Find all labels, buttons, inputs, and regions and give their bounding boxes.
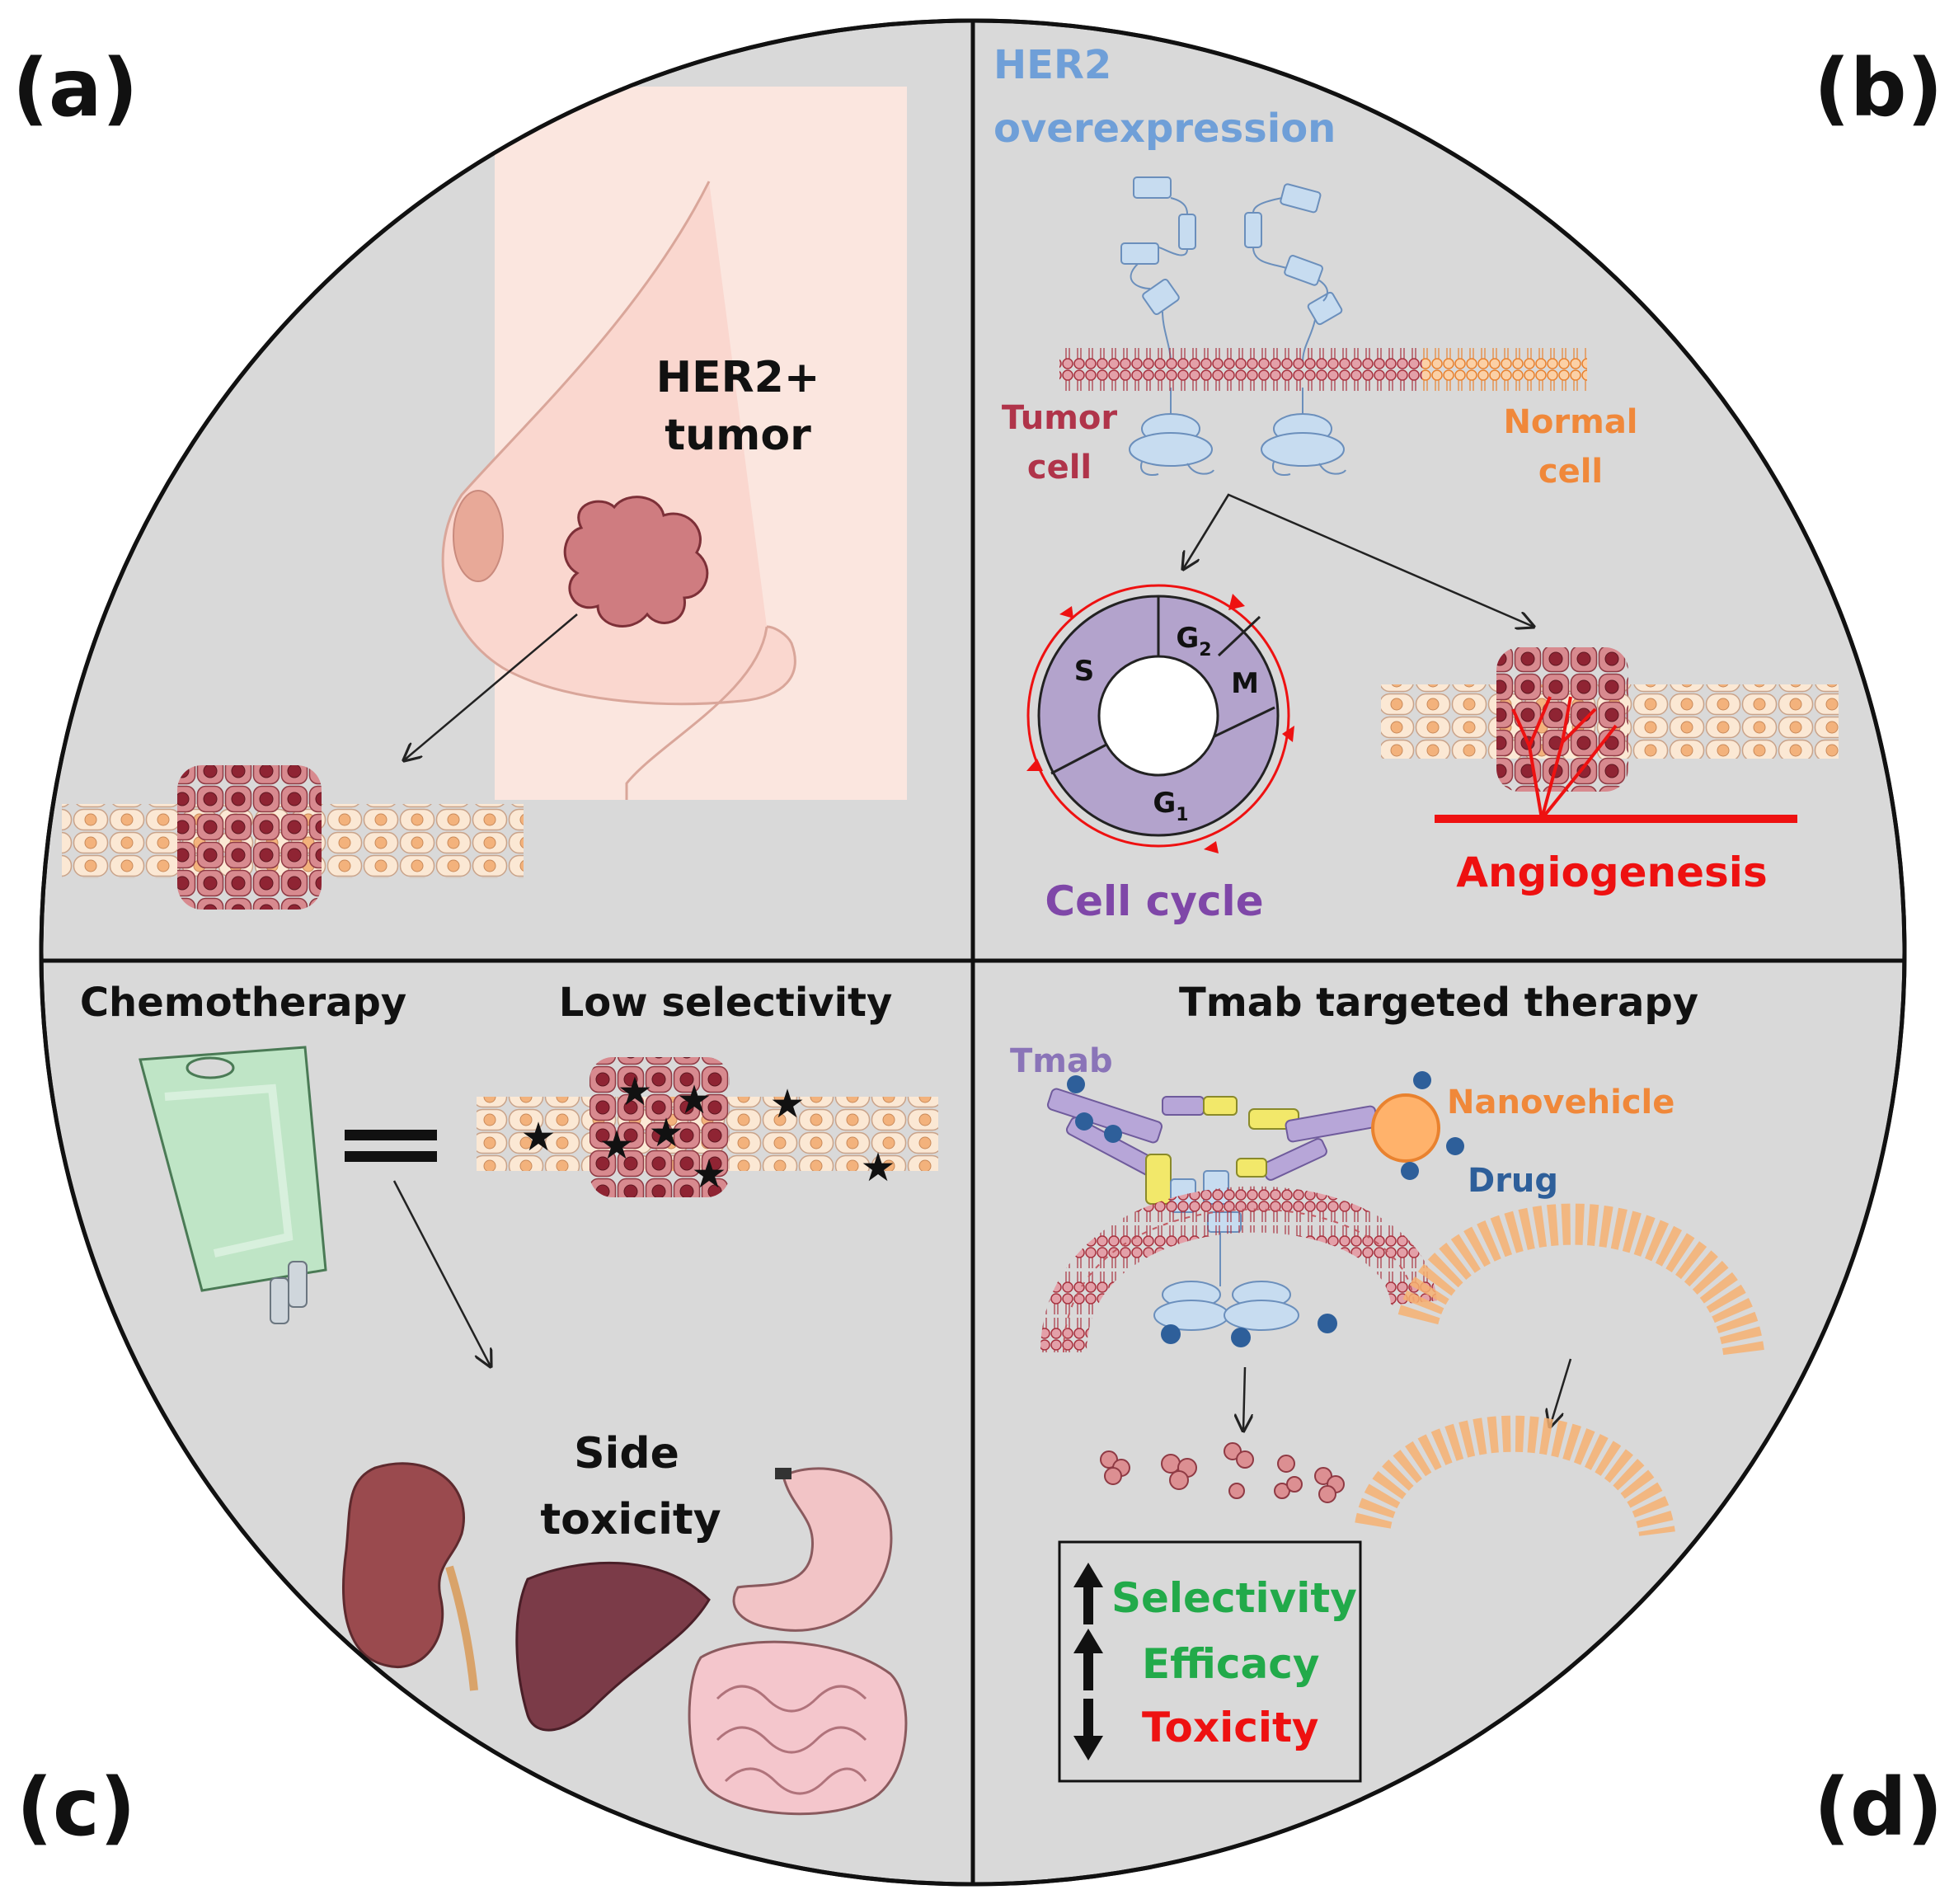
normal-membrane-b <box>1422 345 1587 391</box>
normal-cell-label-line1: Normal <box>1503 403 1637 441</box>
tumor-mass <box>563 496 709 628</box>
toxicity-down-arrow <box>1073 1699 1103 1761</box>
tumor-membrane-d-outline <box>1063 1208 1415 1353</box>
her2-title-line1: HER2 <box>993 42 1111 88</box>
tmab-label: Tmab <box>1010 1042 1113 1080</box>
phase-g1: G1 <box>1153 787 1188 825</box>
phase-s: S <box>1074 655 1095 688</box>
breast-lower-fold <box>625 626 768 800</box>
nanovehicle-label: Nanovehicle <box>1447 1084 1675 1121</box>
tumor-cell-label-line1: Tumor <box>1002 399 1118 437</box>
panel-d-label: (d) <box>1814 1761 1942 1854</box>
phase-g2: G2 <box>1176 622 1211 661</box>
svg-text:★: ★ <box>676 1077 712 1123</box>
tumor-cell-cluster-c <box>589 1057 730 1197</box>
cell-cycle-diagram: S G2 M G1 <box>1026 584 1294 853</box>
toxicity-arrow <box>392 1180 491 1366</box>
drug-stars: ★ ★ ★ ★ ★ ★ ★ ★ <box>520 1069 895 1197</box>
panel-d: Tmab targeted therapy Tmab Nanovehicle D… <box>1010 980 1764 1783</box>
nipple <box>453 490 504 582</box>
panel-a: HER2+ tumor <box>62 87 907 910</box>
kidney-icon <box>342 1462 478 1691</box>
angiogenesis-label: Angiogenesis <box>1456 849 1767 896</box>
phase-m: M <box>1231 667 1259 700</box>
tumor-arrow <box>404 614 578 760</box>
disc-border <box>39 18 1907 1887</box>
panel-c-label: (c) <box>16 1761 136 1854</box>
efficacy-label: Efficacy <box>1142 1640 1320 1688</box>
svg-text:★: ★ <box>769 1081 805 1127</box>
nanovehicle-particle <box>1371 1093 1440 1163</box>
svg-text:★: ★ <box>617 1069 652 1115</box>
liver-icon <box>515 1561 711 1732</box>
selectivity-label: Selectivity <box>1111 1574 1357 1622</box>
tumor-label-line1: HER2+ <box>656 353 820 402</box>
tmab-antibody-left <box>1046 1088 1238 1205</box>
tumor-debris <box>1100 1442 1345 1503</box>
her2-receptor-left <box>1120 176 1214 477</box>
panel-a-label: (a) <box>12 42 139 134</box>
iv-bag-icon <box>139 1046 327 1324</box>
tumor-membrane-b <box>1059 345 1422 391</box>
intestine-icon <box>688 1640 908 1816</box>
tmab-therapy-title: Tmab targeted therapy <box>1179 980 1698 1026</box>
her2-title-line2: overexpression <box>993 106 1336 152</box>
efficacy-up-arrow <box>1073 1629 1103 1690</box>
tumor-cell-cluster-a <box>177 765 322 910</box>
tumor-arrow-d <box>1243 1366 1245 1431</box>
tumor-label-line2: tumor <box>665 411 811 460</box>
equals-bar-top <box>345 1130 437 1140</box>
tumor-cell-label-line2: cell <box>1027 449 1092 487</box>
side-toxicity-line1: Side <box>574 1429 679 1479</box>
cell-cycle-label: Cell cycle <box>1045 877 1263 925</box>
panel-b-label: (b) <box>1814 42 1942 134</box>
drug-label: Drug <box>1468 1162 1558 1200</box>
svg-text:★: ★ <box>648 1110 683 1156</box>
normal-membrane-d-intact <box>1355 1415 1675 1537</box>
normal-membrane-d <box>1397 1203 1764 1356</box>
selectivity-up-arrow <box>1073 1563 1103 1624</box>
her2-receptor-right <box>1244 183 1346 477</box>
normal-arrow-d <box>1550 1358 1572 1427</box>
panel-c: Chemotherapy Low selectivity ★ ★ ★ ★ ★ ★ <box>80 980 938 1816</box>
stomach-icon <box>732 1467 893 1632</box>
chemotherapy-label: Chemotherapy <box>80 980 406 1026</box>
panel-b: HER2 overexpression <box>993 42 1839 925</box>
outcome-arrows <box>1073 1563 1103 1761</box>
svg-text:★: ★ <box>860 1145 895 1191</box>
equals-bar-bottom <box>345 1151 437 1162</box>
blood-vessels <box>1511 696 1618 820</box>
side-toxicity-line2: toxicity <box>540 1495 721 1544</box>
svg-text:★: ★ <box>520 1114 556 1160</box>
svg-text:★: ★ <box>599 1122 634 1168</box>
outcomes-box <box>1058 1540 1362 1783</box>
svg-text:★: ★ <box>691 1151 726 1197</box>
low-selectivity-label: Low selectivity <box>559 980 893 1026</box>
toxicity-label: Toxicity <box>1142 1704 1318 1751</box>
branch-arrow-cycle <box>1183 494 1230 569</box>
drug-molecules <box>1067 1071 1464 1347</box>
normal-cell-label-line2: cell <box>1538 453 1603 491</box>
